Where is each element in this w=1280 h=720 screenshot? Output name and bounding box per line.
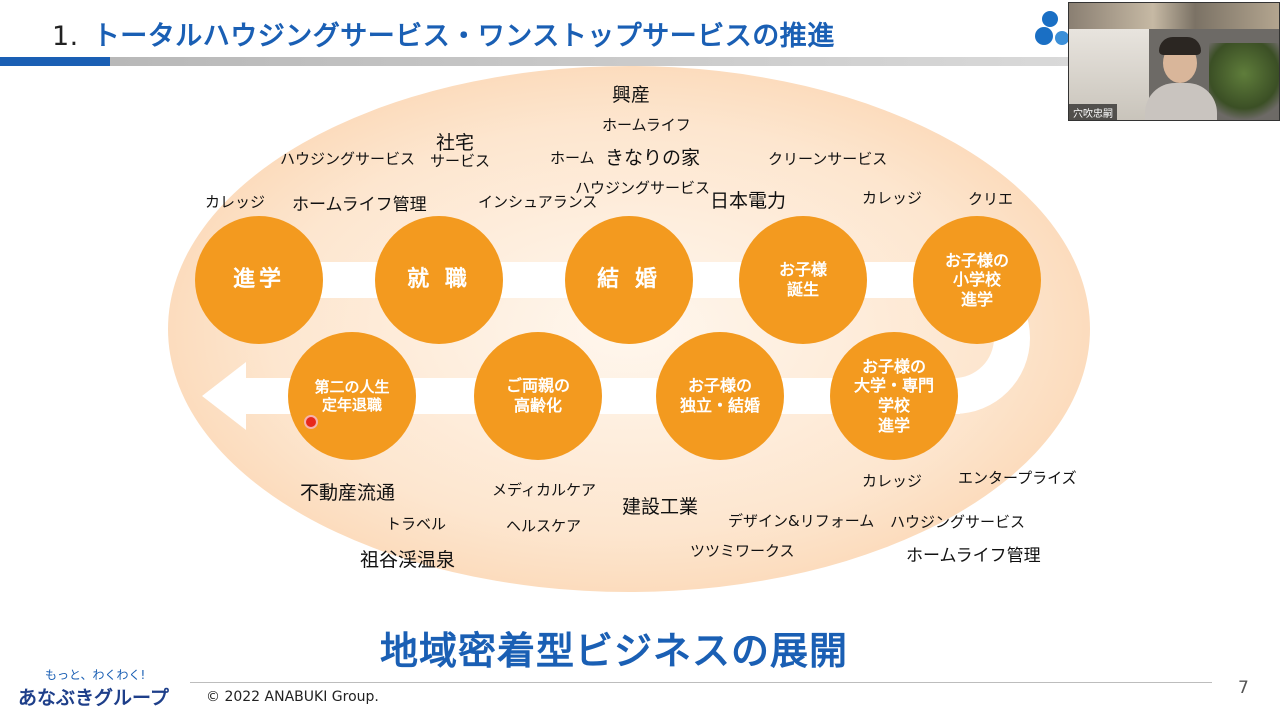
label-enterprise: エンタープライズ (958, 469, 1077, 487)
stage-circle-ryoshin: ご両親の 高齢化 (474, 332, 602, 460)
video-participant-strip (1069, 3, 1279, 29)
video-participant-name: 穴吹忠嗣 (1069, 104, 1117, 120)
label-kosan: 興産 (612, 84, 651, 106)
label-homelife: ホームライフ (602, 116, 691, 134)
stage-circle-shogakko: お子様の 小学校 進学 (913, 216, 1041, 344)
label-shataku: 社宅 (436, 132, 475, 154)
label-college-1: カレッジ (205, 193, 266, 211)
title-underline-bar (0, 57, 1070, 66)
label-shataku-service: サービス (430, 152, 491, 170)
label-nihon-denryoku: 日本電力 (710, 190, 787, 212)
slide-title-text: トータルハウジングサービス・ワンストップサービスの推進 (92, 21, 835, 52)
label-clean-service: クリーンサービス (768, 150, 888, 168)
group-logo-tagline: もっと、わくわく! (45, 668, 146, 682)
label-medical-care: メディカルケア (492, 481, 596, 499)
label-crie: クリエ (968, 190, 1014, 208)
slide-title: 1. トータルハウジングサービス・ワンストップサービスの推進 (52, 14, 835, 53)
label-tsutsumi-works: ツツミワークス (690, 542, 795, 560)
label-insurance: インシュアランス (478, 193, 598, 211)
stage-circle-shingaku: 進学 (195, 216, 323, 344)
slide-slogan: 地域密着型ビジネスの展開 (380, 629, 849, 673)
label-housing-service-3: ハウジングサービス (890, 513, 1026, 531)
page-number: 7 (1238, 678, 1249, 698)
label-iya-onsen: 祖谷渓温泉 (360, 549, 456, 571)
group-logo-name: あなぶきグループ (18, 687, 169, 709)
video-background-plant (1209, 43, 1279, 120)
label-fudosan-ryutsu: 不動産流通 (300, 482, 396, 504)
label-health-care: ヘルスケア (506, 517, 582, 535)
stage-circle-daigaku: お子様の 大学・専門 学校 進学 (830, 332, 958, 460)
stage-circle-tanjo: お子様 誕生 (739, 216, 867, 344)
video-person-hair (1159, 37, 1201, 55)
lifecycle-arrow-head (202, 362, 246, 430)
label-kensetsu-kogyo: 建設工業 (622, 496, 699, 518)
label-homelife-kanri-1: ホームライフ管理 (292, 195, 427, 215)
stage-circle-shushoku: 就 職 (375, 216, 503, 344)
video-call-thumbnail[interactable]: 穴吹忠嗣 (1068, 2, 1280, 121)
label-travel: トラベル (386, 515, 447, 533)
label-college-2: カレッジ (862, 189, 923, 207)
footer-divider (190, 682, 1212, 683)
label-housing-service-1: ハウジングサービス (280, 150, 416, 168)
label-housing-service-2: ハウジングサービス (575, 179, 711, 197)
stage-circle-dokuritsu: お子様の 独立・結婚 (656, 332, 784, 460)
company-logo-icon (1035, 11, 1069, 45)
slide-title-number: 1. (52, 21, 79, 52)
stage-circle-kekkon: 結 婚 (565, 216, 693, 344)
copyright-text: © 2022 ANABUKI Group. (206, 689, 379, 705)
stage-circle-dainijinsei: 第二の人生 定年退職 (288, 332, 416, 460)
label-home: ホーム (550, 149, 595, 167)
video-person-body (1145, 83, 1217, 120)
label-kinari-no-ie: きなりの家 (605, 147, 701, 169)
label-homelife-kanri-3: ホームライフ管理 (906, 546, 1041, 566)
label-college-3: カレッジ (862, 472, 923, 490)
pointer-cursor-icon (304, 415, 318, 429)
label-design-reform: デザイン&リフォーム (728, 512, 875, 530)
